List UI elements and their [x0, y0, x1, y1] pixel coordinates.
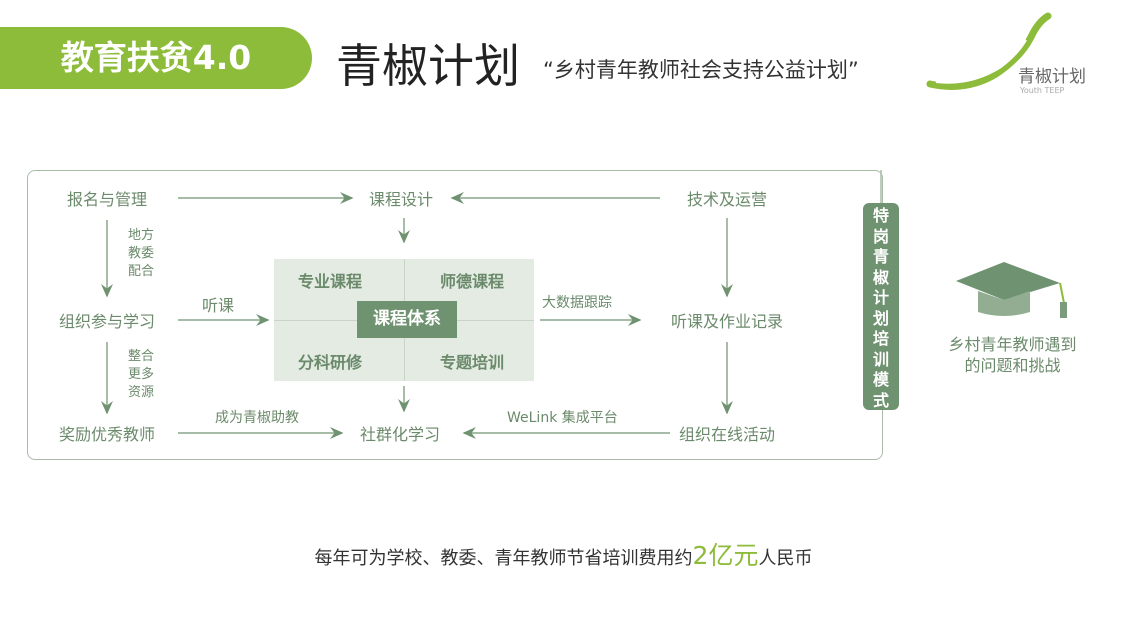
- node-tech-ops: 技术及运营: [686, 190, 768, 209]
- node-reward: 奖励优秀教师: [58, 425, 156, 444]
- node-listen-record: 听课及作业记录: [670, 312, 784, 331]
- label-assistant: 成为青椒助教: [215, 410, 299, 426]
- page-subtitle: “乡村青年教师社会支持公益计划”: [543, 58, 859, 82]
- label-big-data: 大数据跟踪: [542, 295, 612, 311]
- node-register: 报名与管理: [66, 190, 148, 209]
- node-organize: 组织参与学习: [58, 312, 156, 331]
- node-course-design: 课程设计: [368, 190, 434, 209]
- vertical-mode-label: 特岗青椒计划培训模式: [863, 203, 899, 410]
- logo-subtext: Youth TEEP: [1020, 86, 1065, 95]
- grid-cell: 分科研修: [297, 353, 363, 372]
- grid-cell: 专题培训: [439, 353, 505, 372]
- page-title: 青椒计划: [336, 39, 520, 93]
- logo-icon: [926, 12, 1052, 90]
- core-course-system: 课程体系: [357, 301, 457, 338]
- section-banner: 教育扶贫4.0: [0, 27, 312, 89]
- challenge-caption: 乡村青年教师遇到的问题和挑战: [948, 335, 1077, 375]
- savings-highlight: 2亿元: [692, 541, 759, 570]
- label-welink: WeLink 集成平台: [507, 410, 618, 426]
- label-local: 地方教委配合: [128, 228, 155, 279]
- logo-text: 青椒计划: [1018, 67, 1086, 87]
- node-online-activity: 组织在线活动: [678, 425, 776, 444]
- graduation-cap-icon: [956, 262, 1067, 318]
- grid-cell: 专业课程: [297, 272, 363, 291]
- grid-cell: 师德课程: [439, 272, 505, 291]
- node-community: 社群化学习: [359, 425, 441, 444]
- label-listen: 听课: [202, 296, 235, 315]
- savings-statement: 每年可为学校、教委、青年教师节省培训费用约2亿元人民币: [314, 541, 813, 570]
- label-integrate: 整合更多资源: [128, 349, 155, 400]
